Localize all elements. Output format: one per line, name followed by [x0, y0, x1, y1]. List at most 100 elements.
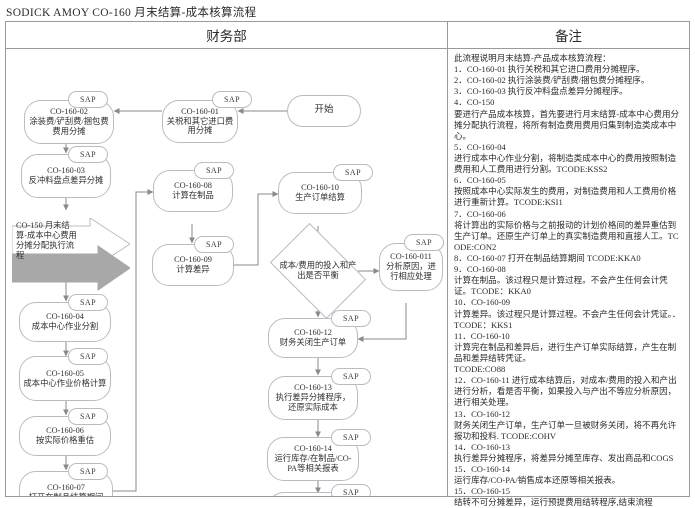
sap-tag-label: SAP	[80, 298, 96, 307]
note-line: 运行库存/CO-PA/销售成本还原等相关报表。	[454, 475, 621, 486]
sap-tag-label: SAP	[80, 95, 96, 104]
note-line: 进行成本中心作业分割，将制造类成本中心的费用按照制造费用和人工费用进行分割。TC…	[454, 152, 677, 175]
sap-tag-label: SAP	[343, 372, 359, 381]
node-start-label: 开始	[314, 105, 334, 116]
sap-tag-co160-06: SAP	[68, 408, 108, 425]
sap-tag-co160-07: SAP	[68, 463, 108, 480]
sap-tag-co160-09: SAP	[194, 236, 234, 253]
header-cell-notes: 备注	[555, 29, 582, 44]
sap-tag-co160-05: SAP	[68, 348, 108, 365]
notes-content: 此流程说明月末结算-产品成本核算流程：1．CO-160-01 执行关税和其它进口…	[448, 49, 689, 507]
node-co160-02-label: 涂装费/铲刮费/捆包费费用分摊	[29, 117, 109, 136]
note-line: 将计算出的实际价格与之前报动的计划价格间的差异重估到生产订单。还原生产订单上的真…	[454, 219, 679, 252]
node-co160-08-label: 计算在制品	[172, 191, 214, 200]
note-line: 8．CO-160-07 打开在制品结算期间 TCODE:KKA0	[454, 252, 641, 263]
note-line: 14．CO-160-13	[454, 441, 511, 452]
note-line: 15．CO-160-14	[454, 464, 511, 475]
node-co160-06-label: 按实际价格重估	[35, 436, 95, 445]
node-co160-07-code: CO-160-07	[47, 483, 85, 493]
node-co160-10-label: 生产订单结算	[295, 193, 345, 202]
node-co160-09-code: CO-160-09	[174, 255, 212, 265]
note-line: 9．CO-160-08	[454, 264, 506, 275]
co150-banner-shape	[12, 218, 130, 291]
note-line: 13．CO-160-12	[454, 408, 511, 419]
sap-tag-label: SAP	[80, 150, 96, 159]
sap-tag-co160-011: SAP	[404, 234, 444, 251]
sap-tag-co160-15: SAP	[331, 484, 371, 496]
node-co160-04-label: 成本中心作业分割	[31, 322, 99, 331]
notes-cell: 此流程说明月末结算-产品成本核算流程：1．CO-160-01 执行关税和其它进口…	[448, 49, 689, 507]
sap-tag-label: SAP	[224, 95, 240, 104]
sap-tag-co160-08: SAP	[194, 162, 234, 179]
note-line: 3．CO-160-03 执行反冲料盘点差异分摊程序。	[454, 86, 628, 97]
node-co160-011-code: CO-160-011	[390, 252, 432, 262]
co150-banner-label: CO-150 月末结算-成本中心费用分摊分配执行流程	[16, 221, 78, 261]
header-cell-department: 财务部	[6, 22, 448, 48]
node-co160-08-code: CO-160-08	[174, 181, 212, 191]
node-co160-13-code: CO-160-13	[294, 383, 332, 393]
sap-tag-label: SAP	[80, 467, 96, 476]
sap-tag-co160-03: SAP	[68, 146, 108, 163]
node-co160-04-code: CO-160-04	[46, 312, 84, 322]
sap-tag-co160-04: SAP	[68, 294, 108, 311]
sap-tag-co160-14: SAP	[331, 429, 371, 446]
note-line: 11．CO-160-10	[454, 330, 510, 341]
note-line: 12．CO-160-11 进行成本结算后，对成本/费用的投入和产出进行分析，看是…	[454, 375, 677, 408]
note-line: 4．CO-150	[454, 97, 495, 108]
node-co160-12-code: CO-160-12	[294, 328, 332, 338]
node-co160-06-code: CO-160-06	[46, 426, 84, 436]
node-co160-05-code: CO-160-05	[46, 368, 84, 378]
node-co160-14-code: CO-160-14	[294, 444, 332, 454]
sap-tag-label: SAP	[343, 433, 359, 442]
node-decision-balance-label: 成本/费用的投入和产出是否平衡	[279, 261, 357, 280]
node-co160-03-label: 反冲料盘点差异分摊	[28, 176, 104, 185]
sap-tag-label: SAP	[343, 314, 359, 323]
sap-tag-label: SAP	[343, 488, 359, 496]
node-co160-011-label: 分析原因，进行相应处理	[386, 262, 436, 281]
node-co160-14-label: 运行库存/在制品/CO-PA等相关报表	[274, 454, 352, 473]
node-start[interactable]: 开始	[287, 95, 361, 127]
sap-tag-co160-13: SAP	[331, 368, 371, 385]
node-co160-07-label: 打开在制品结算期间	[23, 493, 109, 496]
note-line: TCODE:CO88	[454, 364, 506, 375]
co150-label: 月末结算-成本中心费用分摊分配执行流程	[16, 221, 77, 260]
co150-code: CO-150	[16, 221, 43, 230]
table-body-row: CO-150 月末结算-成本中心费用分摊分配执行流程 开始 SAP CO-160…	[6, 49, 689, 507]
node-co160-07[interactable]: CO-160-07 打开在制品结算期间	[19, 471, 113, 496]
note-line: 结转不可分摊差异，运行预提费用结转程序,结束流程	[454, 497, 653, 508]
node-co160-13-label: 执行差异分摊程序，还原实际成本	[275, 393, 351, 412]
node-decision-balance[interactable]: 成本/费用的投入和产出是否平衡	[269, 222, 367, 320]
node-co160-10-code: CO-160-10	[301, 183, 339, 193]
sap-tag-label: SAP	[345, 168, 361, 177]
node-co160-01-label: 关税和其它进口费用分摊	[166, 116, 234, 136]
process-table: 财务部 备注	[5, 21, 690, 507]
note-line: 计算差异。该过程只是计算过程。不会产生任何会计凭证。．TCODE：KKS1	[454, 308, 681, 330]
note-line: 执行差异分摊程序，将差异分摊至库存、发出商品和COGS	[454, 452, 674, 463]
node-co160-02-code: CO-160-02	[50, 107, 88, 117]
note-line: 此流程说明月末结算-产品成本核算流程：	[454, 53, 611, 63]
node-co160-10[interactable]: CO-160-10 生产订单结算	[278, 172, 362, 214]
sap-tag-label: SAP	[80, 412, 96, 421]
note-line: 计算在制品。该过程只是计算过程。不会产生任何会计凭证。TCODE：KKA0	[454, 275, 668, 297]
sap-tag-label: SAP	[206, 240, 222, 249]
note-line: 6．CO-160-05	[454, 175, 506, 186]
note-line: 1．CO-160-01 执行关税和其它进口费用分摊程序。	[454, 64, 645, 75]
note-line: 计算完在制品和差异后，进行生产订单实际结算，产生在制品和差异结转凭证。	[454, 341, 677, 363]
node-co160-09-label: 计算差异	[176, 265, 210, 274]
note-line: 10．CO-160-09	[454, 297, 511, 308]
note-line: 财务关闭生产订单，生产订单一旦被财务关闭，将不再允许报功和投料. TCODE:C…	[454, 419, 677, 441]
note-line: 2．CO-160-02 执行涂装费/铲刮费/捆包费分摊程序。	[454, 75, 650, 86]
node-co160-05-label: 成本中心作业价格计算	[23, 378, 107, 388]
note-line: 5．CO-160-04	[454, 141, 506, 152]
sap-tag-label: SAP	[80, 352, 96, 361]
node-co160-03-code: CO-160-03	[47, 166, 85, 176]
sap-tag-co160-10: SAP	[333, 164, 373, 181]
note-line: 7．CO-160-06	[454, 208, 506, 219]
page-title: SODICK AMOY CO-160 月末结算-成本核算流程	[6, 7, 257, 19]
node-co160-12-label: 财务关闭生产订单	[279, 338, 347, 347]
node-co160-01-code: CO-160-01	[181, 106, 219, 116]
note-line: 按照成本中心实际发生的费用，对制造费用和人工费用价格进行重新计算。TCODE:K…	[454, 186, 677, 208]
node-co160-03[interactable]: CO-160-03 反冲料盘点差异分摊	[21, 154, 111, 198]
sap-tag-co160-02: SAP	[68, 91, 108, 108]
node-co160-011[interactable]: CO-160-011 分析原因，进行相应处理	[379, 243, 443, 291]
